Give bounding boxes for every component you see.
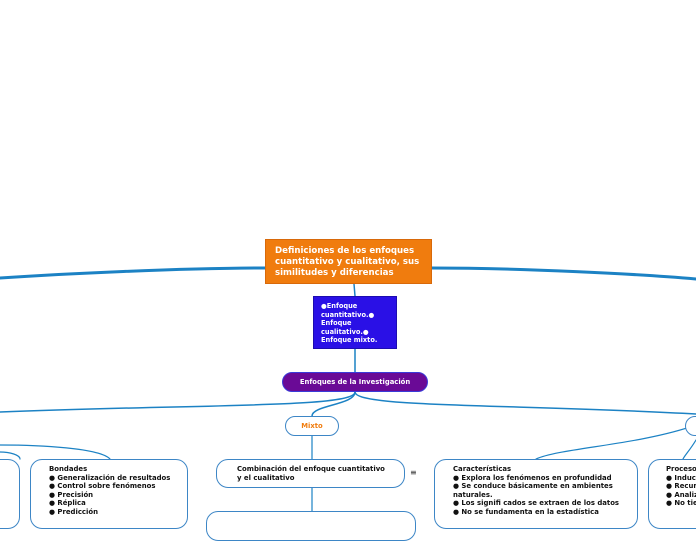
connector-lines bbox=[0, 266, 696, 512]
caracteristicas-item: ● Explora los fenómenos en profundidad bbox=[453, 473, 612, 482]
caracteristicas-node[interactable]: Características ● Explora los fenómenos … bbox=[434, 459, 638, 529]
caracteristicas-item: ● No se fundamenta en la estadística bbox=[453, 507, 599, 516]
bondades-item: ● Control sobre fenómenos bbox=[49, 482, 156, 490]
proceso-heading: Proceso bbox=[666, 465, 696, 473]
connector-main-left bbox=[0, 391, 356, 413]
connector-left-stub bbox=[0, 451, 21, 460]
proceso-node[interactable]: Proceso ● Induc ● Recur ● Analiz ● No ti… bbox=[648, 459, 696, 529]
bondades-heading: Bondades bbox=[49, 465, 88, 473]
connector-root-left bbox=[0, 266, 268, 280]
enfoques-line: Enfoque bbox=[321, 319, 352, 328]
enfoques-list-node[interactable]: ●Enfoque cuantitativo.● Enfoque cualitat… bbox=[313, 296, 397, 349]
connector-right-carac bbox=[535, 424, 696, 460]
proceso-item: ● Analiz bbox=[666, 490, 696, 499]
bottom-cut-node[interactable] bbox=[206, 511, 416, 541]
caracteristicas-item: naturales. bbox=[453, 490, 493, 499]
connector-right-proc bbox=[682, 439, 696, 460]
enfoques-line: Enfoque mixto. bbox=[321, 336, 378, 345]
combinacion-line: Combinación del enfoque cuantitativo bbox=[237, 465, 385, 473]
proceso-item: ● No tie bbox=[666, 499, 696, 507]
mixto-node[interactable]: Mixto bbox=[285, 416, 339, 436]
main-node-label: Enfoques de la Investigación bbox=[299, 378, 411, 386]
caracteristicas-item: ● Los signifi cados se extraen de los da… bbox=[453, 499, 620, 507]
enfoques-investigacion-node[interactable]: Enfoques de la Investigación bbox=[282, 372, 428, 392]
proceso-item: ● Recur bbox=[666, 482, 696, 490]
mixto-label: Mixto bbox=[301, 422, 323, 430]
connector-main-right bbox=[354, 391, 696, 415]
connector-root-right bbox=[429, 266, 696, 281]
bondades-item: ● Réplica bbox=[49, 499, 86, 507]
connector-root-sub bbox=[353, 283, 356, 297]
left-cut-node[interactable] bbox=[0, 459, 20, 529]
connector-main-mixto bbox=[311, 391, 356, 417]
bondades-node[interactable]: Bondades ● Generalización de resultados … bbox=[30, 459, 188, 529]
note-icon[interactable]: ≡ bbox=[410, 468, 417, 477]
bondades-item: ● Precisión bbox=[49, 490, 94, 499]
proceso-item: ● Induc bbox=[666, 473, 696, 482]
enfoques-line: ●Enfoque bbox=[321, 302, 358, 310]
bondades-item: ● Predicción bbox=[49, 507, 98, 516]
combinacion-node[interactable]: Combinación del enfoque cuantitativo y e… bbox=[216, 459, 405, 488]
caracteristicas-heading: Características bbox=[453, 465, 512, 473]
caracteristicas-item: ● Se conduce básicamente en ambientes bbox=[453, 482, 613, 490]
bondades-item: ● Generalización de resultados bbox=[49, 473, 171, 482]
connector-left-bondades bbox=[0, 444, 111, 460]
combinacion-line: y el cualitativo bbox=[237, 473, 295, 482]
root-topic-title: Definiciones de los enfoques cuantitativ… bbox=[275, 246, 420, 278]
enfoques-line: cuantitativo.● bbox=[321, 310, 375, 319]
root-topic-node[interactable]: Definiciones de los enfoques cuantitativ… bbox=[265, 239, 432, 284]
enfoques-line: cualitativo.● bbox=[321, 327, 369, 336]
